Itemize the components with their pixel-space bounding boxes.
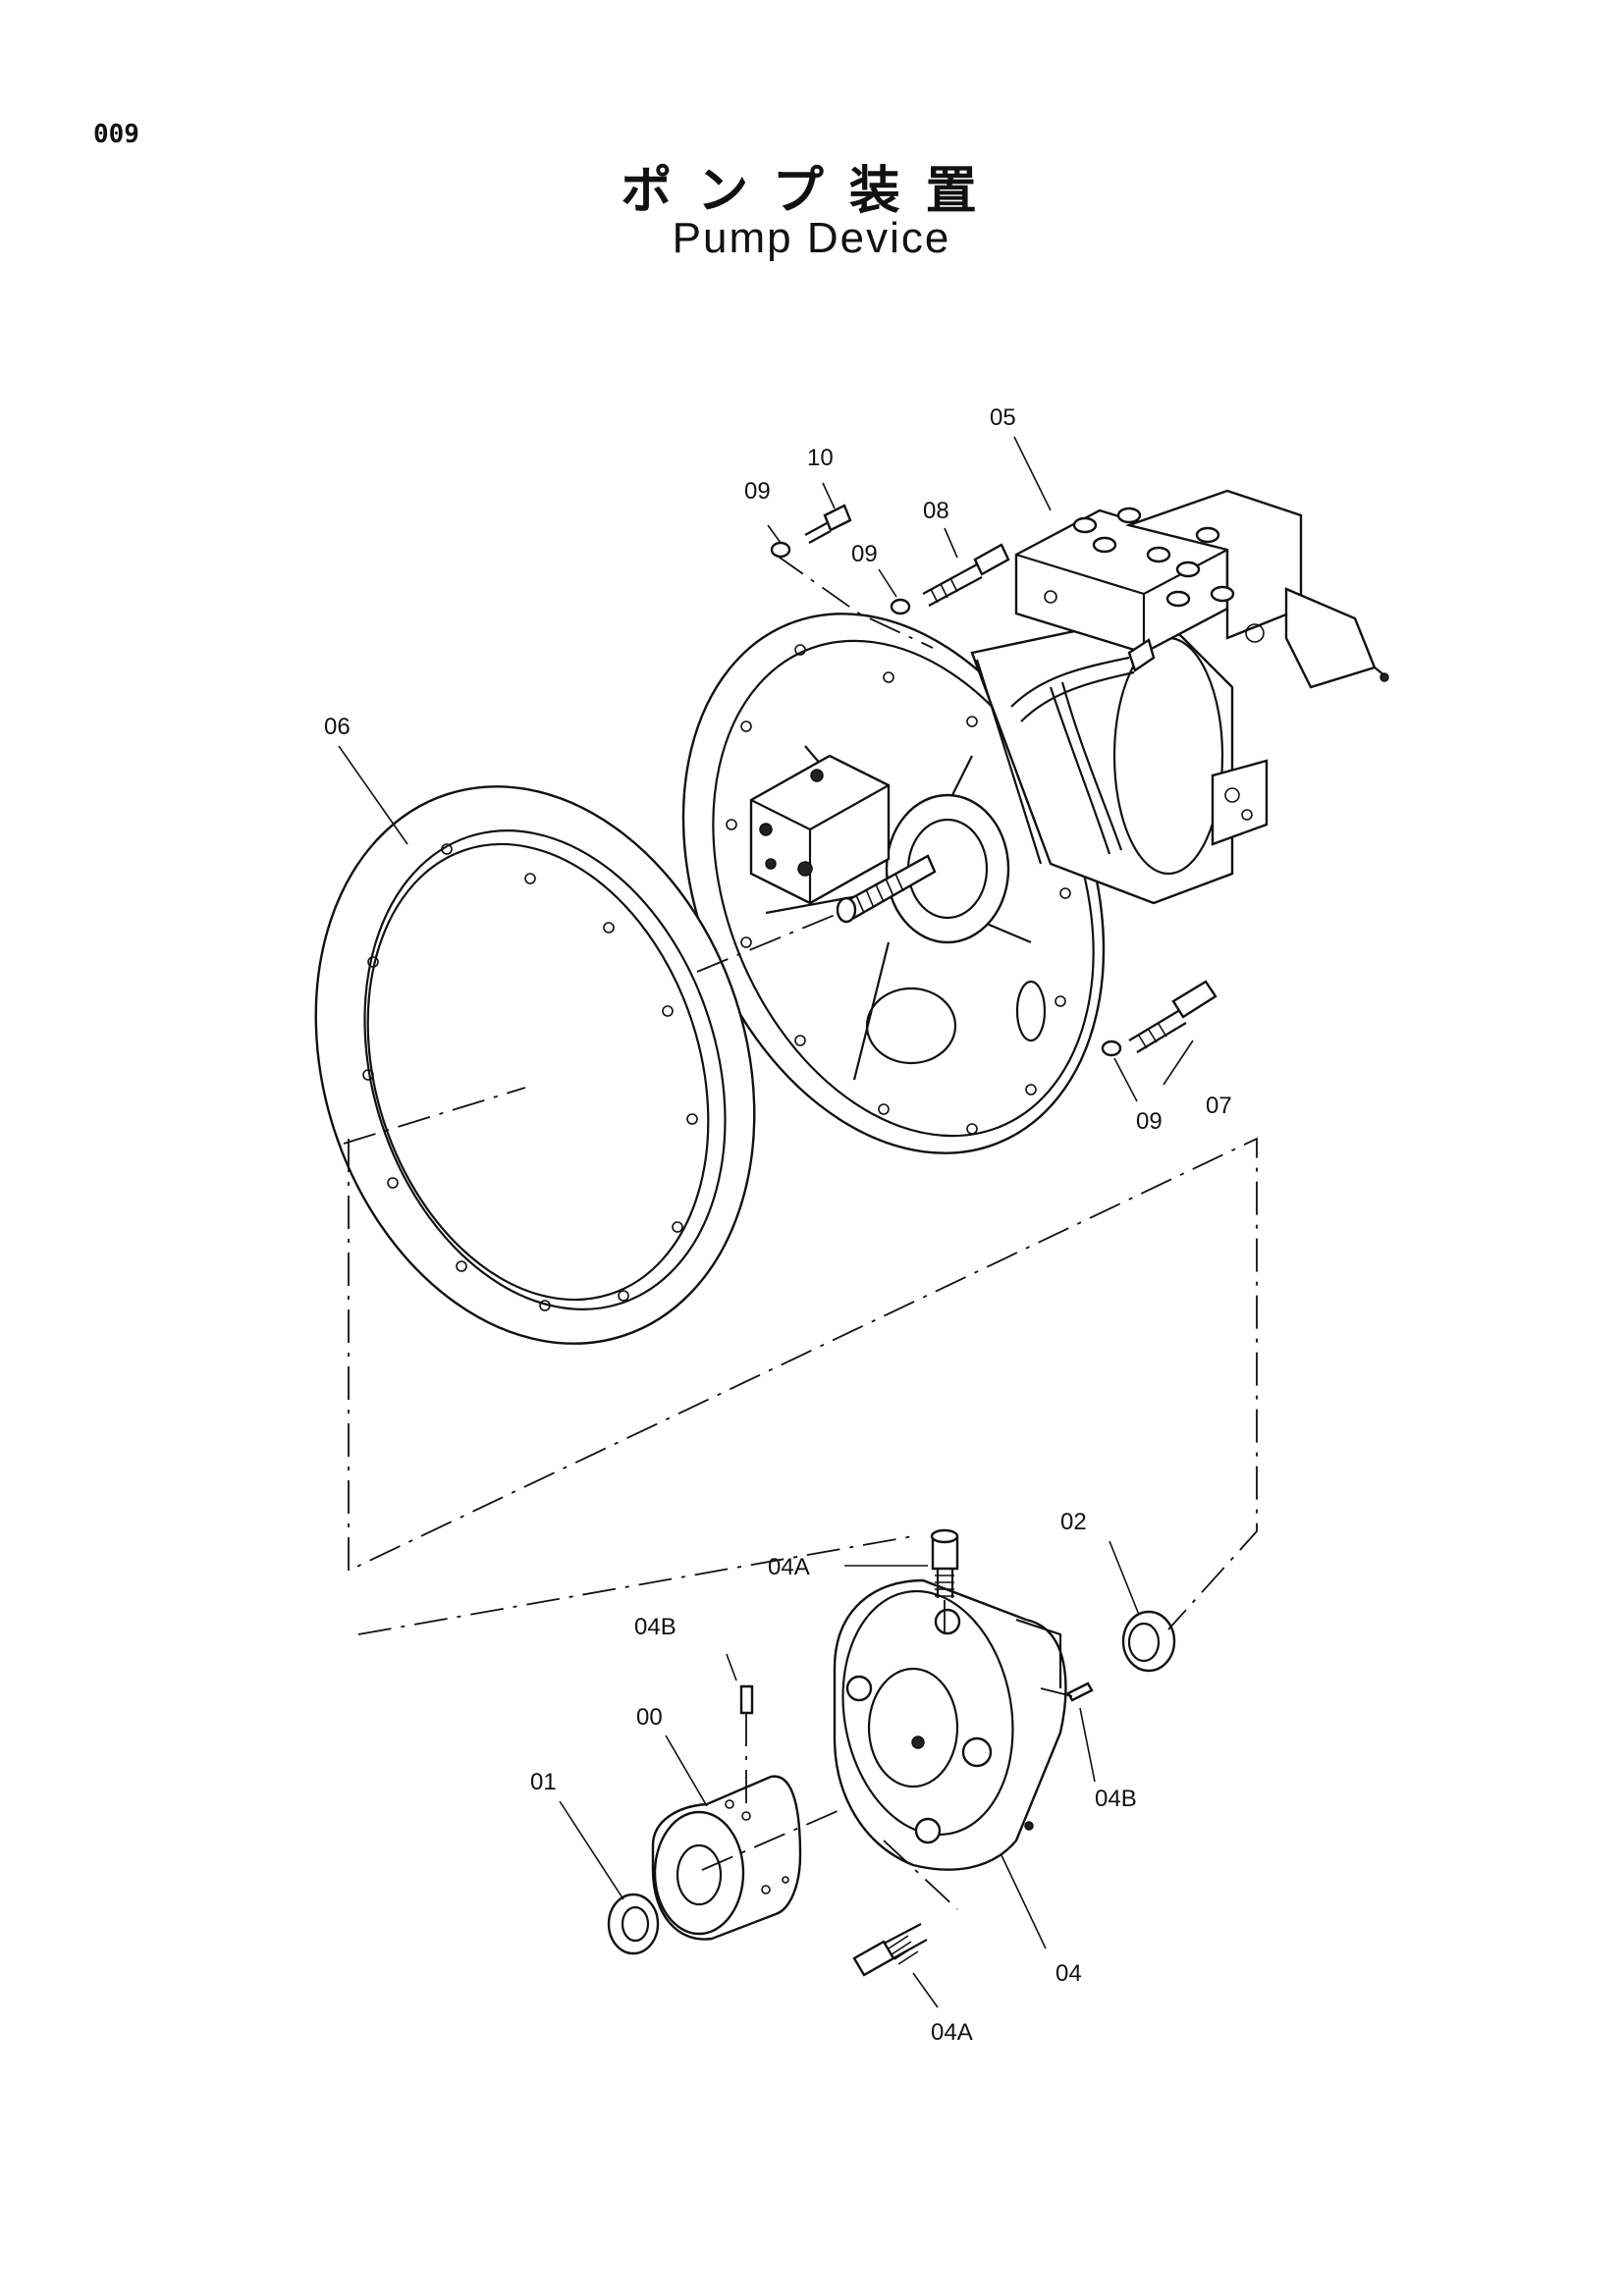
callout-10: 10 — [807, 445, 834, 471]
bolt-04a-top — [930, 1528, 959, 1598]
callout-06: 06 — [324, 714, 351, 740]
page-title-english: Pump Device — [672, 214, 951, 262]
seal-part-02 — [1121, 1610, 1176, 1673]
washers-09 — [770, 541, 1122, 1057]
plate-part-01 — [607, 1893, 660, 1955]
callout-04b-right: 04B — [1095, 1786, 1137, 1812]
bolt-08 — [922, 543, 1010, 607]
callout-01: 01 — [530, 1769, 557, 1795]
bolt-10 — [804, 504, 852, 544]
leader-lines — [338, 436, 1194, 2008]
callout-00: 00 — [636, 1704, 663, 1731]
callout-04a-bottom: 04A — [931, 2019, 973, 2046]
pin-04b-right — [1066, 1682, 1094, 1702]
callout-02: 02 — [1060, 1509, 1087, 1535]
callout-09-top-mid: 09 — [851, 541, 878, 567]
page-title-japanese: ポンプ装置 — [621, 162, 1002, 221]
callout-07: 07 — [1206, 1093, 1232, 1119]
callout-08: 08 — [923, 498, 949, 524]
pin-04b-left — [739, 1684, 754, 1715]
bolt-07 — [1128, 980, 1217, 1053]
page-number: 009 — [93, 120, 139, 149]
callout-04a-top: 04A — [768, 1554, 810, 1580]
callout-04: 04 — [1055, 1960, 1082, 1987]
coupling-housing-ring — [314, 785, 756, 1345]
callout-05: 05 — [990, 404, 1016, 431]
callout-09-bottom: 09 — [1136, 1108, 1163, 1135]
hub-part-00 — [651, 1775, 802, 1941]
pump-assembly — [681, 489, 1389, 1154]
alignment-lines — [343, 554, 1258, 1910]
callout-labels: 05 10 09 08 09 06 07 09 02 04A 04B 00 01… — [324, 404, 1232, 2046]
coupling-hub — [833, 1578, 1067, 1871]
callout-09-top-left: 09 — [744, 478, 771, 505]
callout-04b-left: 04B — [634, 1614, 676, 1640]
bolt-04a-bottom — [852, 1923, 928, 1977]
